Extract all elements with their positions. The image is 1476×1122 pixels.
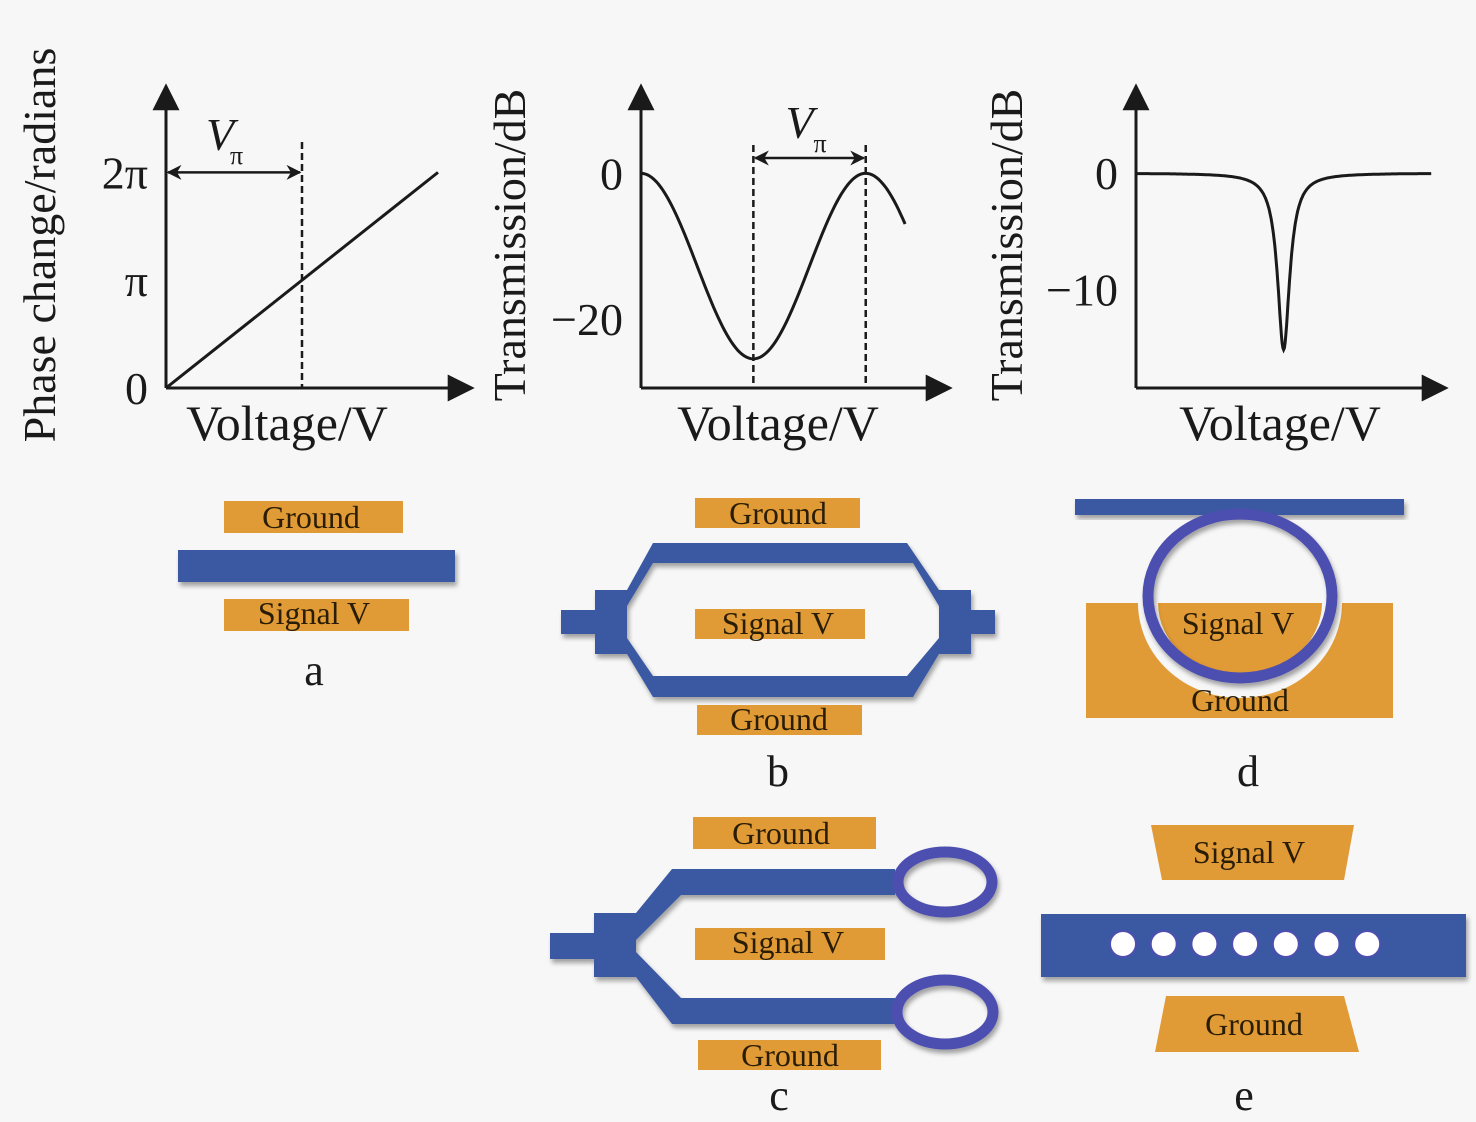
mzi-transmission-ytick-label: 0: [600, 148, 623, 199]
diagram-c-waveguide: [550, 846, 999, 1050]
diagram-c-signal-label: Signal V: [732, 924, 844, 960]
phase-plot-vpi-label: V: [206, 109, 239, 160]
diagram-c-panel-label: c: [769, 1071, 789, 1120]
mzi-transmission-ylabel: Transmission/dB: [484, 89, 535, 402]
photonic-crystal-hole: [1312, 930, 1341, 958]
diagram-a-signal-electrode: [224, 599, 409, 631]
phase-plot-xlabel: Voltage/V: [186, 395, 388, 451]
phase-plot-vpi-subscript: π: [230, 141, 243, 170]
diagram-b-signal-electrode: [695, 609, 865, 639]
diagram-d-ring-resonator: [1142, 508, 1338, 684]
diagram-c-bottom-ground-electrode: [698, 1040, 881, 1070]
diagram-d-ring-modulator: Signal V Ground d: [1075, 499, 1404, 796]
phase-plot-ytick-label: 0: [125, 363, 148, 414]
photonic-crystal-hole: [1231, 930, 1260, 958]
ring-transmission-curve: [1136, 172, 1432, 354]
diagram-a-panel-label: a: [304, 646, 324, 695]
photonic-crystal-hole: [1353, 930, 1382, 958]
diagram-e-signal-label: Signal V: [1193, 834, 1305, 870]
diagram-b-top-ground-electrode: [695, 498, 860, 528]
diagram-e-panel-label: e: [1234, 1071, 1254, 1120]
mzi-transmission-plot: Transmission/dB 0 −20 V π Voltage/V: [484, 83, 953, 451]
ring-transmission-xlabel: Voltage/V: [1179, 395, 1381, 451]
mzi-transmission-vpi-subscript: π: [814, 129, 827, 158]
phase-plot-ytick-label: π: [125, 255, 148, 306]
diagram-e-photonic-crystal-modulator: Signal V Ground e: [1041, 825, 1466, 1120]
diagram-e-ground-electrode: [1155, 996, 1359, 1052]
diagram-b-signal-label: Signal V: [722, 605, 834, 641]
diagram-b-mzi-modulator: Ground Signal V Ground b: [561, 495, 995, 796]
ring-transmission-ytick-label: −10: [1046, 264, 1118, 315]
diagram-b-bottom-ground-electrode: [697, 705, 862, 735]
diagram-b-bottom-ground-label: Ground: [730, 701, 828, 737]
phase-plot-ytick-label: 2π: [102, 147, 148, 198]
photonic-crystal-hole: [1109, 930, 1137, 958]
diagram-c-top-ground-electrode: [693, 817, 876, 849]
ring-transmission-plot: Transmission/dB 0 −10 Voltage/V: [981, 83, 1449, 451]
diagram-a-ground-electrode: [224, 501, 403, 533]
diagram-d-bus-waveguide: [1075, 499, 1404, 515]
diagram-e-signal-electrode: [1151, 825, 1354, 880]
mzi-transmission-curve: [640, 171, 907, 361]
diagram-b-top-ground-label: Ground: [729, 495, 827, 531]
diagram-a-ground-label: Ground: [262, 499, 360, 535]
mzi-transmission-vpi-label: V: [786, 97, 819, 148]
diagram-e-photonic-crystal-holes: [1109, 930, 1382, 958]
diagram-c-bottom-ground-label: Ground: [741, 1037, 839, 1073]
diagram-c-signal-electrode: [695, 928, 885, 960]
ring-transmission-ytick-label: 0: [1095, 148, 1118, 199]
diagram-d-ground-label: Ground: [1191, 682, 1289, 718]
ring-transmission-ylabel: Transmission/dB: [981, 89, 1032, 402]
diagram-b-waveguide: [561, 543, 995, 697]
mzi-transmission-xlabel: Voltage/V: [677, 395, 879, 451]
diagram-d-panel-label: d: [1237, 747, 1259, 796]
diagram-d-signal-electrode: [1158, 603, 1322, 675]
phase-plot: Phase change/radians 0 π 2π V π Voltage/V: [14, 48, 475, 451]
photonic-crystal-hole: [1149, 930, 1178, 958]
diagram-c-top-ground-label: Ground: [732, 815, 830, 851]
diagram-b-panel-label: b: [767, 747, 789, 796]
diagram-c-michelson-modulator: Ground Signal V Ground c: [550, 815, 999, 1120]
diagram-a-waveguide: [178, 550, 455, 582]
diagram-d-ground-electrode: [1086, 603, 1393, 718]
mzi-transmission-ytick-label: −20: [551, 294, 623, 345]
diagram-d-signal-label: Signal V: [1182, 605, 1294, 641]
photonic-crystal-hole: [1190, 930, 1219, 958]
diagram-e-ground-label: Ground: [1205, 1006, 1303, 1042]
diagram-a-phase-modulator: Ground Signal V a: [178, 499, 455, 695]
photonic-crystal-hole: [1271, 930, 1300, 958]
phase-plot-ylabel: Phase change/radians: [14, 48, 65, 443]
diagram-a-signal-label: Signal V: [258, 595, 370, 631]
